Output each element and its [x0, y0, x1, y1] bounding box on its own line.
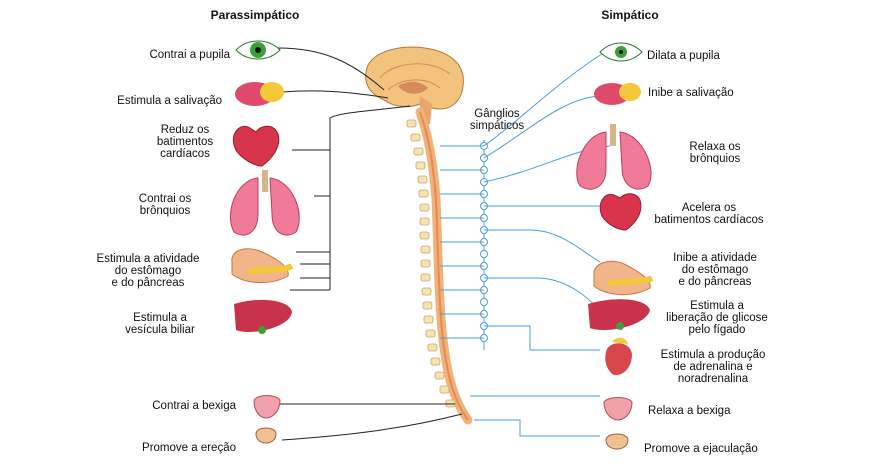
organ-bladder-right	[603, 397, 633, 421]
sympathetic-header: Simpático	[601, 8, 659, 22]
para-label-heart: Reduz os batimentos cardíacos	[156, 124, 214, 160]
organ-heart-right	[599, 193, 642, 231]
para-label-bronchi: Contrai os brônquios	[138, 193, 192, 217]
organ-liver-left	[234, 299, 292, 334]
organ-liver-right	[588, 299, 650, 330]
organ-stomach-right	[593, 260, 654, 295]
sympathetic-ganglia-chain	[480, 140, 488, 350]
symp-label-stomach: Inibe a atividade do estômago e do pâncr…	[673, 252, 757, 288]
brain-icon	[365, 46, 464, 110]
organ-eye-left	[235, 40, 281, 60]
organ-lungs-left	[229, 170, 300, 236]
organ-genitals-right	[605, 433, 629, 450]
parasympathetic-header: Parassimpático	[210, 8, 300, 22]
organ-salivary-right	[594, 83, 641, 105]
organ-lungs-right	[576, 124, 652, 190]
symp-label-pupil: Dilata a pupila	[647, 50, 720, 62]
symp-label-bladder: Relaxa a bexiga	[648, 405, 731, 417]
symp-label-bronchi: Relaxa os brônquios	[689, 141, 741, 165]
para-label-stomach: Estimula a atividade do estômago e do pâ…	[96, 253, 200, 289]
symp-label-adrenal: Estimula a produção de adrenalina e nora…	[660, 349, 766, 385]
parasympathetic-nerves	[277, 47, 463, 441]
brain-and-spinal-cord	[365, 46, 473, 425]
para-label-salivation: Estimula a salivação	[117, 95, 222, 107]
organ-salivary-left	[235, 82, 284, 106]
para-label-gallbladder: Estimula a vesícula biliar	[125, 312, 195, 336]
symp-label-liver: Estimula a liberação de glicose pelo fíg…	[666, 300, 768, 336]
para-label-pupil: Contrai a pupila	[149, 49, 230, 61]
para-label-bladder: Contrai a bexiga	[152, 400, 236, 412]
organ-adrenal-right	[605, 337, 632, 376]
vertebrae	[406, 119, 456, 408]
organ-stomach-left	[231, 248, 294, 283]
organ-bladder-left	[253, 395, 281, 419]
symp-label-ejaculation: Promove a ejaculação	[644, 443, 758, 455]
ganglia-label: Gânglios simpáticos	[469, 108, 525, 132]
symp-label-heart: Acelera os batimentos cardíacos	[654, 202, 764, 226]
organ-genitals-left	[255, 427, 277, 444]
symp-label-salivation: Inibe a salivação	[648, 87, 734, 99]
organ-eye-right	[599, 42, 643, 62]
para-label-erection: Promove a ereção	[142, 442, 236, 454]
organ-heart-left	[232, 125, 280, 167]
